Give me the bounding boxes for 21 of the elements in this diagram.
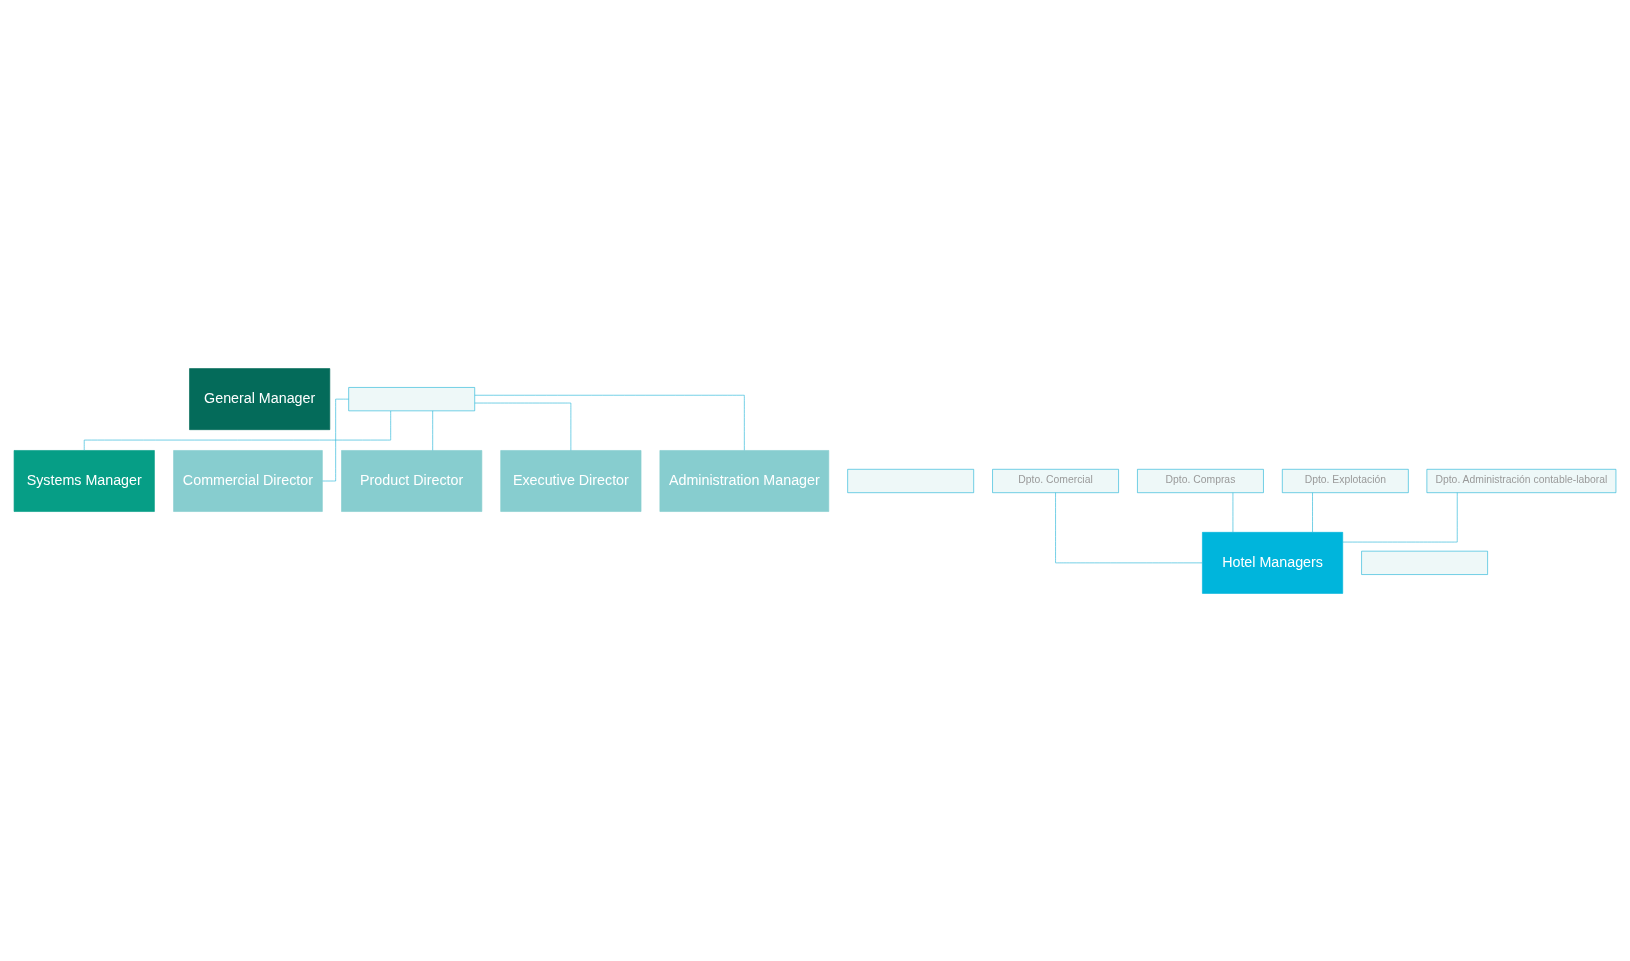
node-box: General Manager — [189, 367, 331, 430]
node-box: Commercial Director — [173, 449, 323, 512]
node-box: Hotel Managers — [1202, 531, 1344, 594]
connector — [1055, 491, 1203, 563]
connector — [1232, 491, 1234, 533]
node-box — [1361, 550, 1488, 575]
node-box — [847, 468, 974, 493]
connector — [1312, 491, 1313, 533]
node-box: Dpto. Explotación — [1282, 468, 1409, 493]
connector — [322, 398, 349, 481]
node-box: Dpto. Administración contable-laboral — [1426, 468, 1617, 493]
connector — [432, 410, 433, 451]
connector — [83, 410, 391, 451]
node-box: Dpto. Comercial — [992, 468, 1119, 493]
node-box: Systems Manager — [13, 449, 155, 512]
node-box: Executive Director — [500, 449, 642, 512]
node-box: Dpto. Compras — [1137, 468, 1264, 493]
connector — [1342, 491, 1458, 542]
node-box — [348, 386, 476, 411]
node-box: Product Director — [341, 449, 483, 512]
node-box: Administration Manager — [659, 449, 830, 512]
